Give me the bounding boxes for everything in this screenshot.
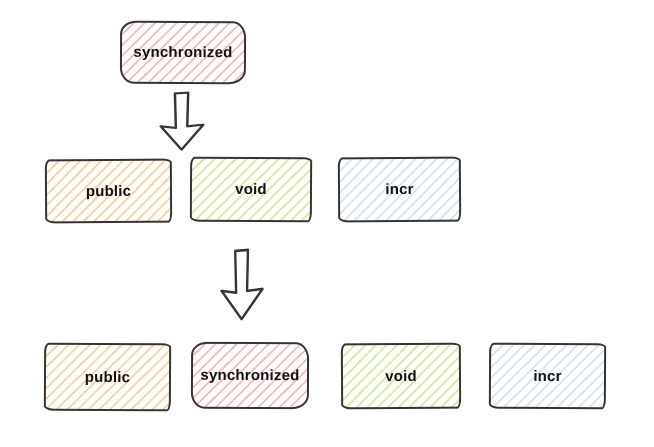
box-synchronized-top-label: synchronized — [133, 43, 233, 62]
box-public-row2: public — [44, 158, 173, 224]
box-synchronized-row3: synchronized — [190, 341, 310, 410]
down-arrow-icon — [217, 248, 268, 322]
down-arrow-icon — [156, 91, 209, 152]
box-void-row3: void — [340, 342, 462, 410]
box-public-row3: public — [43, 342, 172, 412]
box-void-row2: void — [189, 156, 313, 223]
box-synchronized-row3-label: synchronized — [200, 366, 300, 385]
box-incr-row3-label: incr — [533, 367, 562, 385]
box-synchronized-top: synchronized — [119, 20, 247, 85]
box-public-row3-label: public — [84, 368, 131, 386]
box-incr-row2: incr — [337, 156, 462, 223]
box-public-row2-label: public — [85, 182, 132, 200]
box-void-row3-label: void — [385, 367, 417, 385]
box-incr-row2-label: incr — [385, 180, 414, 199]
box-void-row2-label: void — [235, 180, 267, 199]
box-incr-row3: incr — [488, 342, 607, 410]
